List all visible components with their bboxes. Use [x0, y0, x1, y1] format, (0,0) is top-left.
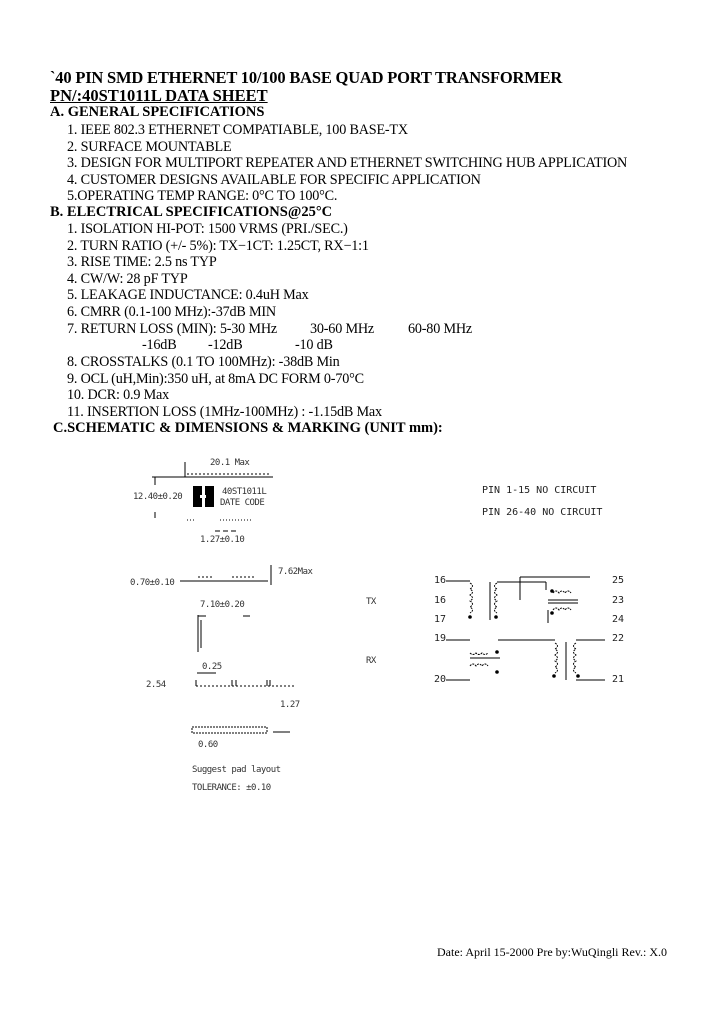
dim-lead-span: 7.10±0.20: [200, 600, 245, 610]
pin-left-4: 19: [434, 633, 447, 644]
electrical-item-11: 11. INSERTION LOSS (1MHz-100MHz) : -1.15…: [67, 404, 382, 420]
electrical-item-1: 1. ISOLATION HI-POT: 1500 VRMS (PRI./SEC…: [67, 221, 348, 237]
general-item-4: 4. CUSTOMER DESIGNS AVAILABLE FOR SPECIF…: [67, 172, 481, 188]
electrical-item-4: 4. CW/W: 28 pF TYP: [67, 271, 188, 287]
pin-right-5: 21: [612, 674, 625, 685]
rx-label: RX: [366, 656, 376, 666]
return-loss-label: 7. RETURN LOSS (MIN): 5-30 MHz: [67, 321, 277, 337]
return-loss-value-1: -16dB: [142, 337, 177, 353]
pin-left-5: 20: [434, 674, 447, 685]
dim-pad-x: 0.60: [198, 740, 218, 750]
document-title: `40 PIN SMD ETHERNET 10/100 BASE QUAD PO…: [50, 68, 563, 87]
return-loss-band-2: 30-60 MHz: [310, 321, 375, 337]
marking-line-2: DATE CODE: [220, 498, 265, 508]
pin-right-3: 24: [612, 614, 625, 625]
tx-label: TX: [366, 597, 376, 607]
dim-length-max: 20.1 Max: [210, 458, 250, 468]
electrical-item-10: 10. DCR: 0.9 Max: [67, 387, 170, 403]
dim-lead-thickness: 0.70±0.10: [130, 578, 175, 588]
return-loss-value-3: -10 dB: [295, 337, 333, 353]
dim-pitch: 1.27±0.10: [200, 535, 245, 545]
pin-right-4: 22: [612, 633, 625, 644]
general-item-3: 3. DESIGN FOR MULTIPORT REPEATER AND ETH…: [67, 155, 628, 171]
general-item-1: 1. IEEE 802.3 ETHERNET COMPATIABLE, 100 …: [67, 122, 408, 138]
electrical-item-3: 3. RISE TIME: 2.5 ns TYP: [67, 254, 217, 270]
electrical-item-6: 6. CMRR (0.1-100 MHz):-37dB MIN: [67, 304, 276, 320]
general-item-5: 5.OPERATING TEMP RANGE: 0°C TO 100°C.: [67, 188, 338, 204]
section-general-heading: A. GENERAL SPECIFICATIONS: [50, 104, 265, 120]
part-number-heading: PN/:40ST1011L DATA SHEET: [50, 86, 268, 105]
tolerance-note: TOLERANCE: ±0.10: [192, 783, 271, 793]
section-electrical-heading: B. ELECTRICAL SPECIFICATIONS@25°C: [50, 204, 333, 220]
marking-line-1: 40ST1011L: [222, 487, 267, 497]
dim-width: 12.40±0.20: [133, 492, 183, 502]
dim-pad-length: 2.54: [146, 680, 166, 690]
pin-left-2: 16: [434, 595, 447, 606]
electrical-item-2: 2. TURN RATIO (+/- 5%): TX−1CT: 1.25CT, …: [67, 238, 369, 254]
pin-right-2: 23: [612, 595, 625, 606]
footer-revision-info: Date: April 15-2000 Pre by:WuQingli Rev.…: [437, 945, 668, 959]
electrical-item-8: 8. CROSSTALKS (0.1 TO 100MHz): -38dB Min: [67, 354, 340, 370]
return-loss-value-2: -12dB: [208, 337, 243, 353]
pin-note-1: PIN 1-15 NO CIRCUIT: [482, 485, 597, 496]
pin-right-1: 25: [612, 575, 625, 586]
electrical-item-9: 9. OCL (uH,Min):350 uH, at 8mA DC FORM 0…: [67, 371, 364, 387]
electrical-item-5: 5. LEAKAGE INDUCTANCE: 0.4uH Max: [67, 287, 309, 303]
pin-left-3: 17: [434, 614, 447, 625]
dim-height-max: 7.62Max: [278, 567, 313, 577]
pin-note-2: PIN 26-40 NO CIRCUIT: [482, 507, 603, 518]
return-loss-band-3: 60-80 MHz: [408, 321, 473, 337]
dim-pad-width: 0.25: [202, 662, 222, 672]
general-item-2: 2. SURFACE MOUNTABLE: [67, 139, 232, 155]
section-schematic-heading: C.SCHEMATIC & DIMENSIONS & MARKING (UNIT…: [53, 420, 443, 436]
pad-layout-note: Suggest pad layout: [192, 765, 281, 775]
pin-left-1: 16: [434, 575, 447, 586]
dim-pad-pitch: 1.27: [280, 700, 300, 710]
